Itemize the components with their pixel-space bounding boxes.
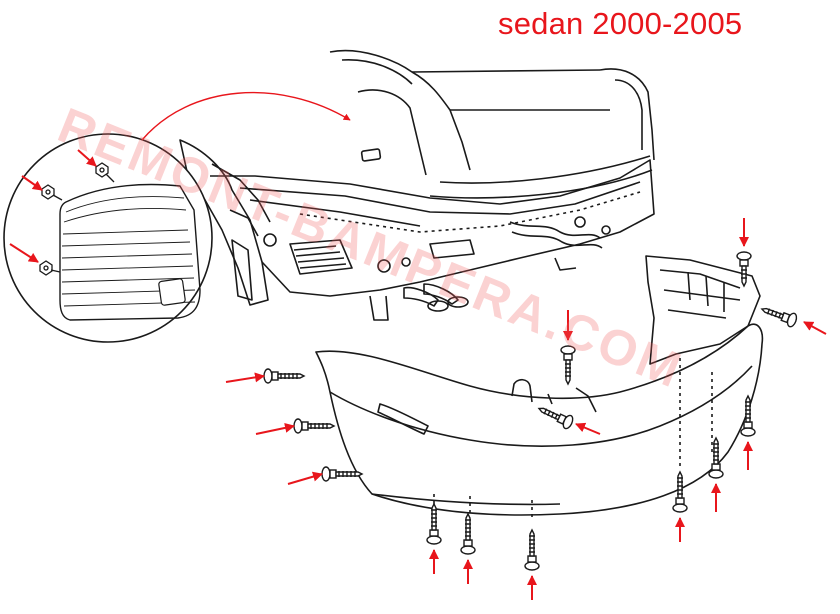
arrow-icon [9,243,39,263]
screw-icon [740,394,756,437]
screw-icon [293,418,336,434]
arrow-icon [575,422,601,435]
rear-bumper-cover [315,255,764,520]
callout-pointer [141,91,351,141]
screw-icon [672,470,688,513]
screw-icon [708,436,724,479]
arrow-icon [225,372,265,383]
arrow-icon [77,149,97,167]
model-caption: sedan 2000-2005 [498,6,743,41]
nut-icon [39,162,115,276]
screw-icon [460,512,476,555]
taillight-detail-inset [3,133,213,343]
screw-icon [537,407,574,430]
arrow-icon [803,321,827,335]
screw-icon [760,307,798,328]
screw-icon [560,345,576,386]
arrow-icon [255,422,295,435]
screw-icon [524,528,540,571]
fastener-arrows [9,149,827,600]
screw-icon [263,368,306,384]
car-rear-body [179,49,655,321]
screw-icon [736,251,752,288]
screw-set [263,251,798,571]
screw-icon [426,502,442,545]
arrow-icon [287,471,323,485]
arrow-icon [21,175,43,191]
screw-icon [321,466,364,482]
